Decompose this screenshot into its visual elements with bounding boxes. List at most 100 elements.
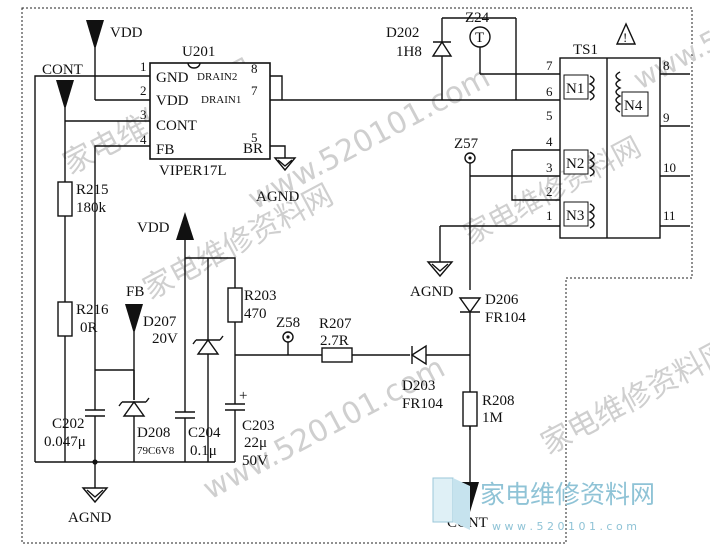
svg-text:C202: C202	[52, 416, 85, 432]
svg-text:11: 11	[663, 208, 676, 223]
z57-testpoint: Z57	[454, 136, 479, 290]
svg-text:!: !	[623, 30, 627, 45]
svg-text:www.520101.com: www.520101.com	[628, 0, 710, 96]
svg-text:2: 2	[140, 83, 147, 98]
svg-text:AGND: AGND	[410, 284, 453, 300]
c203-capacitor: + C203 22μ 50V	[225, 388, 275, 469]
board-outline	[21, 7, 693, 544]
svg-text:AGND: AGND	[68, 510, 111, 526]
svg-text:50V: 50V	[242, 453, 268, 469]
transformer-ts1: TS1 ! N1 N2 N3 N4 7 6 5 4 3 2 1 8 9 10 1…	[440, 22, 690, 239]
ic-wiring	[34, 75, 516, 462]
svg-text:R207: R207	[319, 316, 352, 332]
svg-text:N2: N2	[566, 156, 584, 172]
agnd-mid-symbol: AGND	[410, 226, 454, 300]
agnd-ic-symbol: AGND	[256, 157, 299, 205]
svg-text:Z57: Z57	[454, 136, 479, 152]
svg-text:FB: FB	[156, 142, 174, 158]
svg-text:20V: 20V	[152, 331, 178, 347]
c202-capacitor: C202 0.047μ	[44, 369, 134, 462]
svg-text:VDD: VDD	[156, 93, 189, 109]
svg-text:R208: R208	[482, 393, 515, 409]
svg-text:4: 4	[140, 132, 147, 147]
svg-text:N3: N3	[566, 208, 584, 224]
svg-text:Z24: Z24	[465, 10, 490, 26]
svg-text:470: 470	[244, 306, 267, 322]
c204-capacitor: C204 0.1μ	[175, 408, 221, 462]
svg-text:AGND: AGND	[256, 189, 299, 205]
svg-text:79C6V8: 79C6V8	[137, 445, 175, 457]
svg-text:10: 10	[663, 160, 676, 175]
svg-text:VDD: VDD	[110, 25, 143, 41]
svg-text:9: 9	[663, 110, 670, 125]
d203-diode: D203 FR104	[402, 344, 470, 412]
svg-text:VIPER17L: VIPER17L	[159, 163, 227, 179]
svg-text:1M: 1M	[482, 410, 503, 426]
svg-text:C203: C203	[242, 418, 275, 434]
svg-text:DRAIN2: DRAIN2	[197, 71, 237, 83]
svg-text:0.1μ: 0.1μ	[190, 443, 217, 459]
svg-text:U201: U201	[182, 44, 215, 60]
svg-text:D206: D206	[485, 292, 519, 308]
svg-text:7: 7	[251, 83, 258, 98]
svg-text:180k: 180k	[76, 200, 107, 216]
svg-text:2: 2	[546, 184, 553, 199]
r203-resistor: R203 470	[227, 287, 277, 398]
svg-text:Z58: Z58	[276, 315, 300, 331]
d202-diode: D202 1H8	[386, 18, 453, 100]
svg-text:CONT: CONT	[42, 62, 83, 78]
svg-text:TS1: TS1	[573, 42, 598, 58]
svg-text:R216: R216	[76, 302, 109, 318]
svg-text:D202: D202	[386, 25, 419, 41]
vdd-top-arrow: VDD	[86, 20, 143, 100]
svg-text:BR: BR	[243, 141, 263, 157]
svg-text:6: 6	[546, 84, 553, 99]
svg-text:7: 7	[546, 58, 553, 73]
svg-text:1: 1	[546, 208, 553, 223]
r208-resistor: R208 1M	[462, 391, 515, 486]
svg-text:CONT: CONT	[156, 118, 197, 134]
r215-resistor: R215 180k	[57, 181, 109, 217]
d207-zener: D207 20V	[143, 314, 224, 462]
svg-text:N1: N1	[566, 81, 584, 97]
svg-text:T: T	[475, 30, 484, 46]
r216-resistor: R216 0R	[57, 301, 109, 337]
vdd-mid-arrow: VDD	[137, 212, 236, 408]
svg-text:FB: FB	[126, 284, 144, 300]
svg-text:D207: D207	[143, 314, 177, 330]
svg-text:VDD: VDD	[137, 220, 170, 236]
svg-text:0R: 0R	[80, 320, 98, 336]
svg-text:家电维修资料网: 家电维修资料网	[535, 333, 710, 462]
site-logo-watermark: 家电维修资料网 w w w . 5 2 0 1 0 1 . c o m	[432, 477, 655, 533]
svg-text:4: 4	[546, 134, 553, 149]
z24-testpoint: T Z24	[442, 10, 560, 101]
svg-text:N4: N4	[624, 98, 643, 114]
svg-text:GND: GND	[156, 70, 189, 86]
svg-text:8: 8	[251, 61, 258, 76]
svg-text:D203: D203	[402, 378, 435, 394]
cont-left-arrow: CONT	[42, 62, 83, 400]
svg-text:DRAIN1: DRAIN1	[201, 94, 241, 106]
svg-text:w w w . 5 2 0 1 0 1 . c o m: w w w . 5 2 0 1 0 1 . c o m	[492, 520, 637, 533]
z58-testpoint: Z58	[276, 315, 300, 355]
svg-text:3: 3	[140, 107, 147, 122]
svg-text:2.7R: 2.7R	[320, 333, 349, 349]
svg-text:家电维修资料网: 家电维修资料网	[480, 480, 655, 509]
svg-text:D208: D208	[137, 425, 170, 441]
svg-text:8: 8	[663, 58, 670, 73]
svg-text:FR104: FR104	[485, 310, 526, 326]
svg-text:1H8: 1H8	[396, 44, 422, 60]
svg-text:5: 5	[251, 130, 258, 145]
svg-text:R215: R215	[76, 182, 109, 198]
svg-text:C204: C204	[188, 425, 221, 441]
ic-u201: U201 VIPER17L GND VDD CONT FB DRAIN2 DRA…	[140, 44, 271, 179]
svg-text:22μ: 22μ	[244, 435, 267, 451]
svg-text:5: 5	[546, 108, 553, 123]
r207-resistor: R207 2.7R	[235, 316, 410, 363]
svg-text:FR104: FR104	[402, 396, 443, 412]
d208-zener: D208 79C6V8	[118, 370, 175, 462]
ground-bus: AGND	[35, 400, 235, 526]
svg-text:1: 1	[140, 59, 147, 74]
svg-text:R203: R203	[244, 288, 277, 304]
